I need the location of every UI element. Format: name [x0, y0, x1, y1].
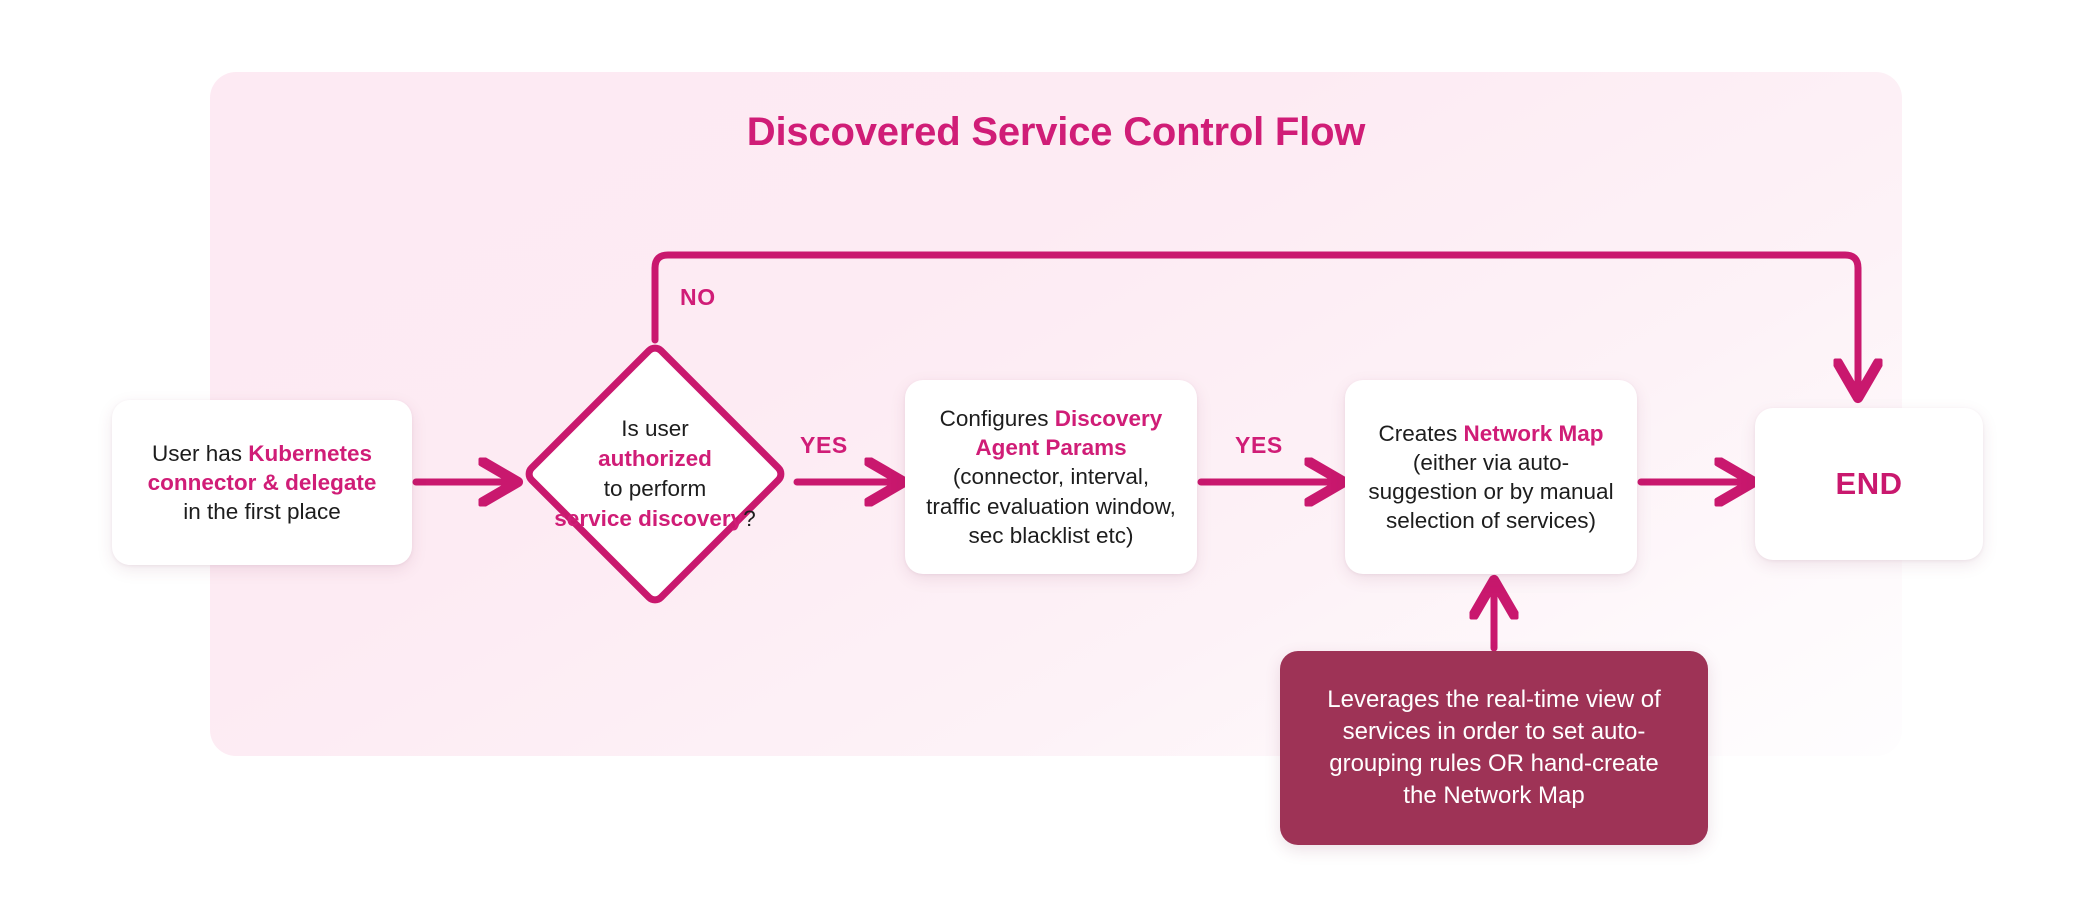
- decision-line1-plain: Is user: [621, 415, 689, 441]
- start-line3-plain: in the first place: [183, 499, 341, 525]
- end-box[interactable]: END: [1755, 408, 1983, 560]
- networkmap-line3-plain: suggestion or by manual: [1368, 479, 1614, 504]
- note-line4: the Network Map: [1403, 782, 1585, 810]
- decision-line2-highlight: authorized: [598, 445, 712, 471]
- note-line1: Leverages the real-time view of: [1327, 685, 1661, 713]
- configure-line5-plain: sec blacklist etc): [968, 522, 1134, 548]
- start-box[interactable]: User has Kubernetes connector & delegate…: [112, 400, 412, 565]
- configure-discovery-agent-params-box[interactable]: Configures Discovery Agent Params (conne…: [905, 380, 1197, 574]
- leverages-note-box[interactable]: Leverages the real-time view of services…: [1280, 651, 1708, 845]
- configure-line2-highlight: Agent Params: [975, 435, 1127, 461]
- note-line3: grouping rules OR hand-create: [1329, 750, 1659, 777]
- decision-line4-highlight: service discovery: [554, 506, 744, 532]
- configure-line1-plain: Configures: [939, 405, 1055, 431]
- configure-line1-highlight: Discovery: [1054, 405, 1163, 431]
- end-label: END: [1835, 465, 1903, 501]
- networkmap-line1-plain: Creates: [1378, 420, 1464, 446]
- decision-line3-plain: to perform: [603, 476, 707, 501]
- page-title: Discovered Service Control Flow: [746, 110, 1366, 154]
- configure-line4-plain: traffic evaluation window,: [926, 493, 1176, 519]
- decision-line4-suffix: ?: [743, 506, 756, 532]
- note-line2: services in order to set auto-: [1342, 717, 1646, 745]
- networkmap-line1-highlight: Network Map: [1463, 420, 1604, 446]
- start-line1-highlight: Kubernetes: [248, 440, 373, 466]
- edge-label-no: NO: [680, 284, 716, 310]
- decision-diamond-text: Is user authorized to perform service di…: [521, 340, 789, 608]
- start-line2-highlight: connector & delegate: [147, 469, 377, 495]
- edge-label-yes-decision: YES: [800, 432, 848, 458]
- configure-line3-plain: (connector, interval,: [952, 464, 1150, 490]
- networkmap-line2-plain: (either via auto-: [1412, 449, 1570, 475]
- decision-diamond[interactable]: Is user authorized to perform service di…: [520, 339, 790, 609]
- start-line1-plain: User has: [151, 440, 249, 466]
- networkmap-line4-plain: selection of services): [1385, 508, 1597, 534]
- creates-network-map-box[interactable]: Creates Network Map (either via auto- su…: [1345, 380, 1637, 574]
- edge-label-yes-configure: YES: [1235, 432, 1283, 458]
